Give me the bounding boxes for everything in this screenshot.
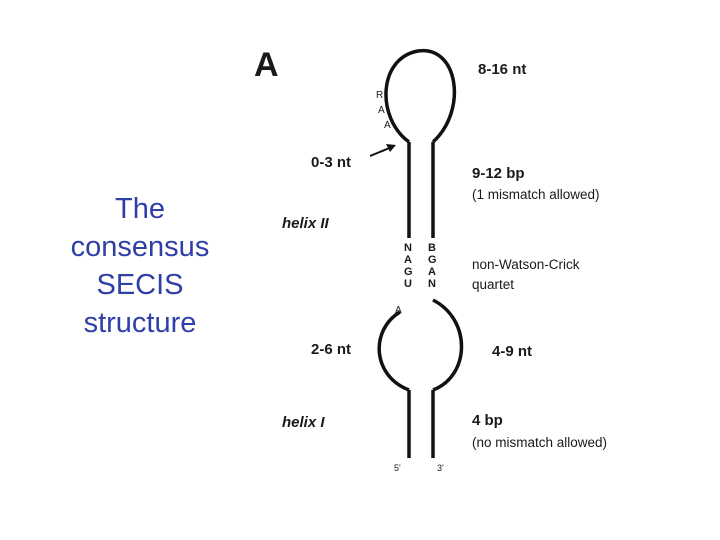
helix1-length-label: 4 bp <box>472 412 503 429</box>
quartet-label: quartet <box>472 277 514 292</box>
title-line: The <box>115 193 165 225</box>
helix2-note-label: (1 mismatch allowed) <box>472 187 600 202</box>
quartet-left-nucleotide: N <box>404 242 412 254</box>
loop-nucleotide: A <box>378 105 385 116</box>
quartet-left-nucleotide: U <box>404 278 412 290</box>
helix2-length-label: 9-12 bp <box>472 165 525 182</box>
quartet-right-nucleotide: A <box>428 266 436 278</box>
title-line: structure <box>83 307 197 339</box>
apical-loop <box>384 49 457 144</box>
internal-loop-left-label: 2-6 nt <box>311 341 351 358</box>
helix1-note-label: (no mismatch allowed) <box>472 435 607 450</box>
quartet-right-nucleotide: N <box>428 278 436 290</box>
panel-letter: A <box>254 46 279 84</box>
slide-title: The consensus SECIS structure <box>40 190 240 342</box>
three-prime-end: 3' <box>437 463 444 473</box>
quartet-nucleotides: N A G U B G A N <box>404 242 437 290</box>
internal-loop-right <box>432 298 464 392</box>
helix2-label: helix II <box>282 215 330 232</box>
loop-nucleotide: A <box>384 120 391 131</box>
quartet-left-nucleotide: A <box>404 254 412 266</box>
five-prime-end: 5' <box>394 463 401 473</box>
quartet-right-nucleotide: B <box>428 242 436 254</box>
title-line: SECIS <box>96 269 184 301</box>
internal-loop-right-label: 4-9 nt <box>492 343 532 360</box>
quartet-left-nucleotide: G <box>404 266 413 278</box>
unpaired-arrow-head <box>386 144 396 152</box>
internal-loop-left <box>377 310 410 392</box>
unpaired-nt-label: 0-3 nt <box>311 154 351 171</box>
loop-nucleotide: R <box>376 90 383 101</box>
quartet-label: non-Watson-Crick <box>472 257 580 272</box>
quartet-right-nucleotide: G <box>428 254 437 266</box>
title-line: consensus <box>70 231 210 263</box>
helix1-label: helix I <box>282 414 325 431</box>
apical-loop-size-label: 8-16 nt <box>478 61 526 78</box>
internal-loop-nucleotide: A <box>395 305 402 316</box>
